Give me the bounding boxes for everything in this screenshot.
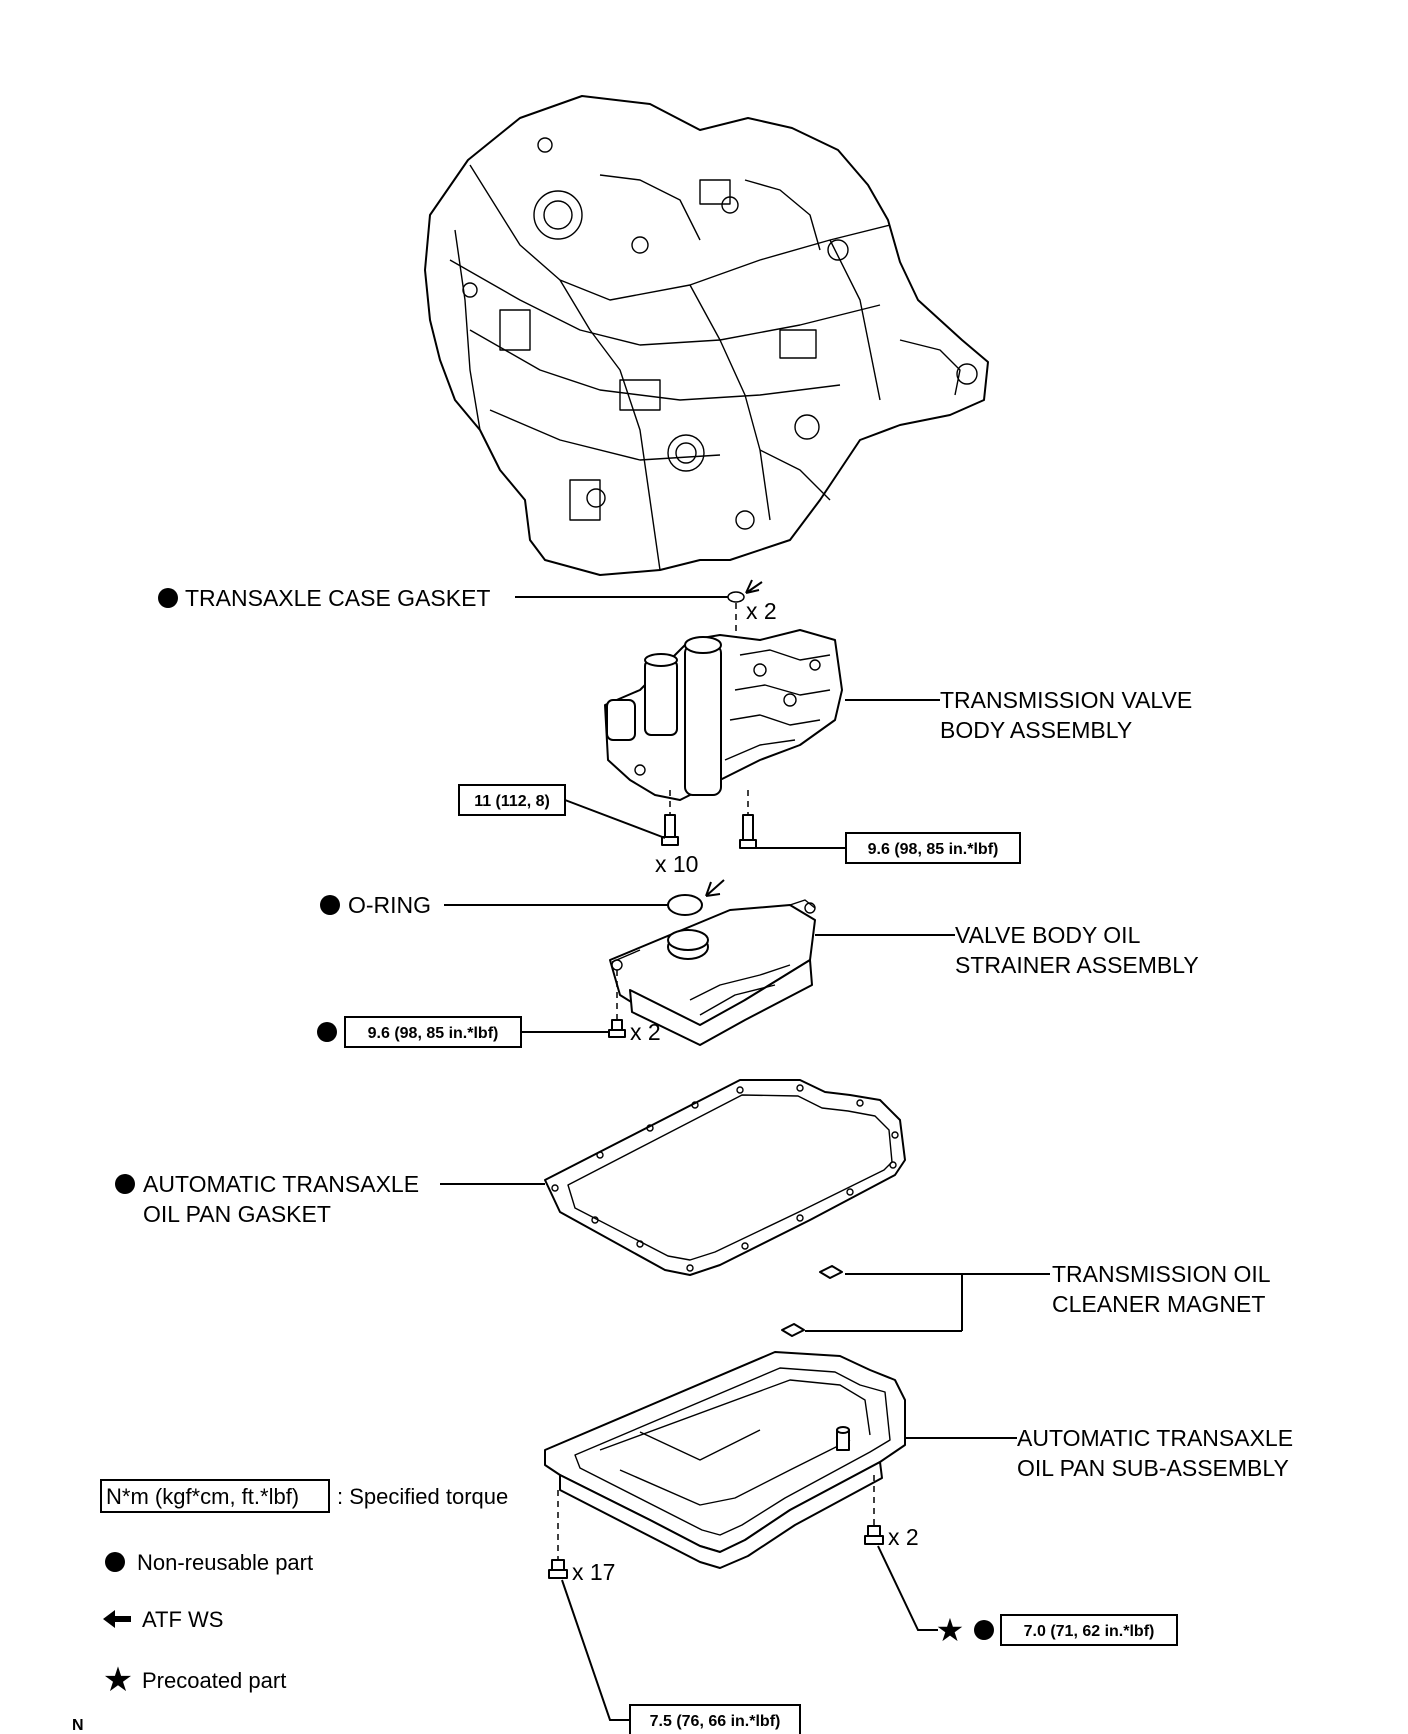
atf-arrow-icon <box>745 579 763 594</box>
torque-pan-17: 7.5 (76, 66 in.*lbf) <box>650 1713 781 1730</box>
strainer-label-line1: VALVE BODY OIL <box>955 922 1141 948</box>
pan-bolt-2-qty: x 2 <box>888 1524 919 1550</box>
oil-pan-gasket-illustration <box>544 1079 906 1276</box>
strainer-bolt-callout: x 2 9.6 (98, 85 in.*lbf) <box>317 970 661 1048</box>
o-ring-label: O-RING <box>348 892 431 918</box>
filled-circle-icon <box>105 1552 125 1572</box>
oil-pan-gasket-label-line1: AUTOMATIC TRANSAXLE <box>143 1171 419 1197</box>
valve-body-short-bolt-callout: 9.6 (98, 85 in.*lbf) <box>739 790 1021 864</box>
legend-torque-unit: N*m (kgf*cm, ft.*lbf) <box>106 1484 299 1509</box>
precoated-marker-icon: ★ <box>936 1612 965 1648</box>
legend-torque-unit-box <box>100 1479 330 1513</box>
o-ring-callout: O-RING <box>320 879 725 918</box>
strainer-illustration <box>609 899 816 1046</box>
figure-code: N <box>72 1717 84 1734</box>
cleaner-magnet-label-line2: CLEANER MAGNET <box>1052 1291 1265 1317</box>
case-gasket-ring <box>727 591 745 603</box>
oil-pan-label-line2: OIL PAN SUB-ASSEMBLY <box>1017 1455 1289 1481</box>
torque-pan-2: 7.0 (71, 62 in.*lbf) <box>1024 1623 1155 1640</box>
valve-body-long-bolt-callout: 11 (112, 8) x 10 <box>458 784 698 877</box>
transaxle-case-gasket-qty: x 2 <box>746 598 777 624</box>
torque-valve-body-long: 11 (112, 8) <box>474 793 550 810</box>
torque-box-strainer <box>344 1016 522 1048</box>
valve-body-illustration <box>604 629 843 801</box>
torque-box-pan-17 <box>629 1704 801 1734</box>
strainer-callout: VALVE BODY OIL STRAINER ASSEMBLY <box>815 922 1199 978</box>
oil-pan-illustration <box>544 1351 906 1569</box>
strainer-label-line2: STRAINER ASSEMBLY <box>955 952 1199 978</box>
strainer-bolt-qty: x 2 <box>630 1019 661 1045</box>
atf-arrow-icon <box>705 879 725 897</box>
oil-pan-label-line1: AUTOMATIC TRANSAXLE <box>1017 1425 1293 1451</box>
non-reusable-marker-icon <box>115 1174 135 1194</box>
arrow-left-icon <box>103 1610 131 1628</box>
torque-box-pan-2 <box>1000 1614 1178 1646</box>
transaxle-case-gasket-label: TRANSAXLE CASE GASKET <box>185 585 490 611</box>
non-reusable-marker-icon <box>158 588 178 608</box>
legend-non-reusable: Non-reusable part <box>137 1550 313 1575</box>
legend-torque-text: : Specified torque <box>337 1484 508 1509</box>
cleaner-magnet-2 <box>781 1323 805 1337</box>
non-reusable-marker-icon <box>317 1022 337 1042</box>
torque-strainer: 9.6 (98, 85 in.*lbf) <box>368 1025 499 1042</box>
legend-precoated: Precoated part <box>142 1668 286 1693</box>
cleaner-magnet-callout: TRANSMISSION OIL CLEANER MAGNET <box>781 1261 1271 1337</box>
valve-body-callout: TRANSMISSION VALVE BODY ASSEMBLY <box>845 687 1192 743</box>
valve-body-label-line2: BODY ASSEMBLY <box>940 717 1132 743</box>
cleaner-magnet-1 <box>819 1265 843 1279</box>
legend: N*m (kgf*cm, ft.*lbf) : Specified torque… <box>100 1479 508 1699</box>
torque-box-valve-body-long <box>458 784 566 816</box>
pan-bolt-17-callout: x 17 7.5 (76, 66 in.*lbf) <box>548 1490 801 1734</box>
legend-atf: ATF WS <box>142 1607 223 1632</box>
transaxle-case-illustration <box>424 95 989 576</box>
oil-pan-callout: AUTOMATIC TRANSAXLE OIL PAN SUB-ASSEMBLY <box>905 1425 1293 1481</box>
o-ring-part <box>667 894 703 916</box>
valve-body-bolt-qty: x 10 <box>655 851 698 877</box>
torque-box-valve-body-short <box>845 832 1021 864</box>
pan-bolt-2-callout: x 2 ★ 7.0 (71, 62 in.*lbf) <box>864 1475 1178 1648</box>
transaxle-case-gasket-callout: TRANSAXLE CASE GASKET x 2 <box>158 579 777 650</box>
non-reusable-marker-icon <box>320 895 340 915</box>
torque-valve-body-short: 9.6 (98, 85 in.*lbf) <box>868 841 999 858</box>
cleaner-magnet-label-line1: TRANSMISSION OIL <box>1052 1261 1271 1287</box>
non-reusable-marker-icon <box>974 1620 994 1640</box>
oil-pan-gasket-callout: AUTOMATIC TRANSAXLE OIL PAN GASKET <box>115 1171 545 1227</box>
star-icon: ★ <box>103 1661 133 1699</box>
oil-pan-gasket-label-line2: OIL PAN GASKET <box>143 1201 331 1227</box>
pan-bolt-17-qty: x 17 <box>572 1559 615 1585</box>
valve-body-label-line1: TRANSMISSION VALVE <box>940 687 1192 713</box>
